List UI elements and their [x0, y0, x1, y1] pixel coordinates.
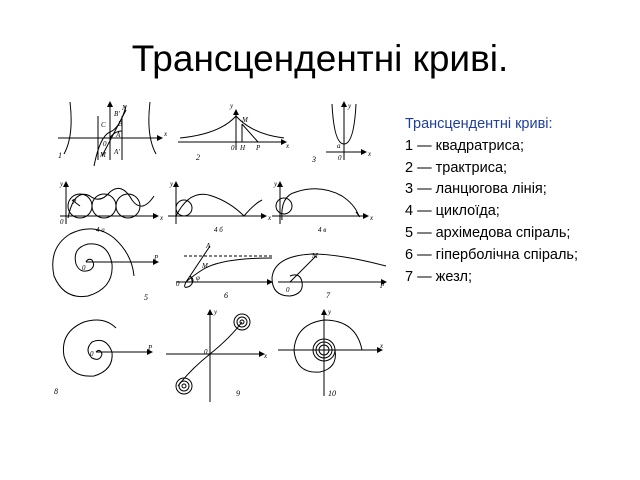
fig1-label-origin: 0: [103, 140, 107, 148]
fig2-label-p: P: [255, 144, 261, 152]
fig4b-axis-y: y: [169, 180, 174, 188]
fig4a-axis-y: y: [59, 180, 64, 188]
fig5-label-p: P: [153, 254, 159, 262]
curve-list: Трансцендентні криві: 1 — квадратриса; 2…: [405, 114, 635, 288]
fig1-label-m: M: [99, 151, 107, 159]
fig10-axis-x: x: [379, 342, 384, 350]
fig8-number: 8: [54, 387, 58, 396]
fig4a-label-p: P: [71, 198, 77, 206]
fig10-number: 10: [328, 389, 336, 398]
fig2-label-origin: 0: [231, 144, 235, 152]
fig1-label-a: A: [115, 131, 121, 139]
fig6-label-m: M: [201, 262, 209, 270]
fig2-label-h: H: [239, 144, 246, 152]
fig3-number: 3: [311, 155, 316, 164]
fig2-number: 2: [196, 153, 200, 162]
figure-6-hyperbolic-spiral: [176, 245, 273, 288]
fig5-label-origin: 0: [82, 264, 86, 272]
fig2-label-m: M: [241, 116, 249, 124]
fig3-label-a: a: [337, 142, 341, 150]
fig3-axis-y: y: [347, 102, 352, 110]
fig8-label-origin: 0: [90, 350, 94, 358]
fig1-label-b-prime: B': [114, 110, 120, 118]
figure-8-logarithmic-spiral: [62, 319, 153, 377]
fig4a-axis-x: x: [159, 214, 164, 222]
list-item: 3 — ланцюгова лінія;: [405, 181, 547, 198]
figure-4b-cycloid: [168, 181, 267, 224]
fig3-label-origin: 0: [338, 154, 342, 162]
figure-10-spiral: [278, 309, 383, 396]
slide-title: Трансцендентні криві.: [131, 38, 509, 79]
fig1-label-c: C: [101, 121, 106, 129]
figure-4a-cycloid: [60, 181, 159, 224]
fig4c-number: 4 в: [318, 226, 326, 234]
figures-panel: N B' C B A 0 M A' x 1 M 0: [52, 101, 387, 402]
fig6-number: 6: [224, 291, 228, 300]
list-item: 7 — жезл;: [405, 268, 473, 285]
fig6-label-origin: 0: [176, 280, 180, 288]
fig1-label-n: N: [121, 104, 127, 112]
fig9-axis-x: x: [263, 352, 268, 360]
fig10-axis-y: y: [327, 308, 332, 316]
figure-2-tractrix: [178, 109, 287, 150]
fig9-number: 9: [236, 389, 240, 398]
figure-1-quadratrix: [58, 101, 163, 167]
figure-7-lituus: [271, 253, 387, 297]
fig7-label-m: M: [311, 252, 319, 260]
fig3-axis-x: x: [367, 150, 372, 158]
fig4b-axis-x: x: [267, 214, 272, 222]
fig4c-axis-x: x: [369, 214, 374, 222]
figure-4c-cycloid: [272, 181, 369, 224]
fig7-number: 7: [326, 291, 331, 300]
fig6-label-phi: φ: [196, 274, 200, 282]
list-heading: Трансцендентні криві:: [405, 116, 553, 132]
fig5-number: 5: [144, 293, 148, 302]
list-item: 5 — архімедова спіраль;: [405, 224, 571, 241]
fig1-label-a-prime: A': [113, 148, 120, 156]
fig1-label-b: B: [118, 120, 123, 128]
fig4c-axis-y: y: [273, 180, 278, 188]
fig1-number: 1: [58, 151, 62, 160]
fig7-label-origin: 0: [286, 286, 290, 294]
fig7-label-p: P: [379, 282, 385, 290]
figure-5-archimedean-spiral: [52, 228, 159, 298]
list-item: 6 — гіперболічна спіраль;: [405, 246, 578, 263]
fig2-axis-y: y: [229, 102, 234, 110]
figure-3-catenary: [326, 101, 367, 160]
fig2-axis-x: x: [285, 142, 290, 150]
fig9-axis-y: y: [213, 308, 218, 316]
fig9-label-origin: 0: [204, 348, 208, 356]
fig4b-number: 4 б: [214, 226, 223, 234]
fig1-axis-x: x: [163, 130, 168, 138]
fig4a-number: 4 а: [96, 226, 105, 234]
fig6-label-a: A: [205, 242, 211, 250]
list-item: 2 — трактриса;: [405, 159, 508, 176]
figure-9-clothoid: [166, 309, 265, 402]
fig8-label-p: P: [147, 344, 153, 352]
list-item: 1 — квадратриса;: [405, 137, 524, 154]
fig4a-label-origin: 0: [60, 218, 64, 226]
list-item: 4 — циклоїда;: [405, 203, 500, 220]
